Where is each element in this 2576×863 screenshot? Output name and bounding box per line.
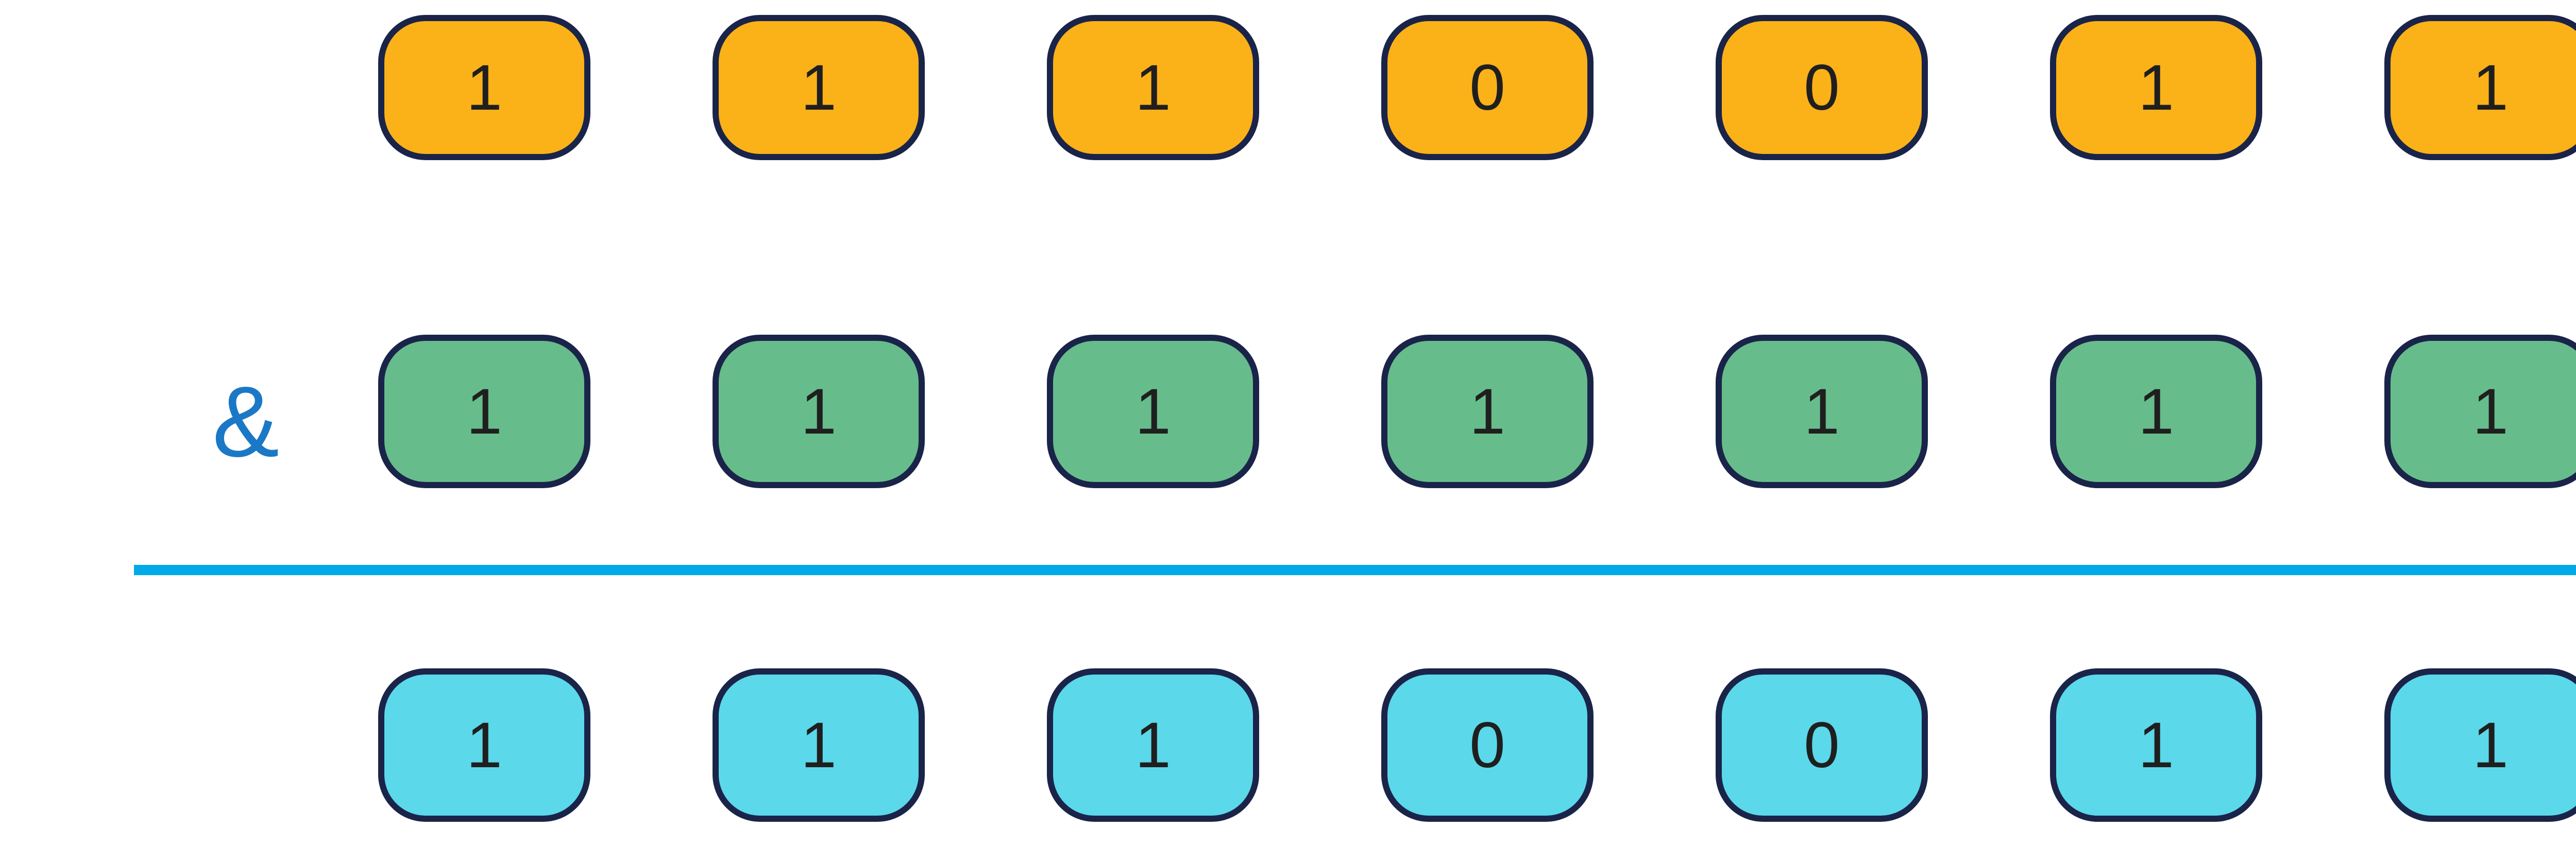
index-bit-box: 0: [1381, 668, 1594, 822]
index-bit-box: 1: [1047, 668, 1259, 822]
bit-value: 1: [2138, 709, 2174, 781]
result-divider-line: [134, 565, 2576, 575]
capacity-bit-row: 1 1 1 1 1 1 1: [378, 335, 2576, 488]
bit-value: 1: [801, 375, 837, 447]
hash-bit-box: 1: [1047, 15, 1259, 160]
bit-value: 0: [1804, 51, 1840, 124]
bit-value: 1: [2138, 51, 2174, 124]
bit-value: 1: [801, 709, 837, 781]
capacity-bit-box: 1: [1381, 335, 1594, 488]
bit-value: 1: [466, 709, 502, 781]
bit-value: 0: [1469, 51, 1505, 124]
bit-value: 1: [2472, 51, 2509, 124]
hash-bit-box: 1: [2384, 15, 2576, 160]
hash-bit-box: 0: [1381, 15, 1594, 160]
capacity-bit-box: 1: [2384, 335, 2576, 488]
index-bit-box: 1: [2384, 668, 2576, 822]
index-bit-row: 1 1 1 0 0 1 1: [378, 668, 2576, 822]
bit-value: 1: [2472, 375, 2509, 447]
capacity-bit-box: 1: [713, 335, 925, 488]
hash-bit-box: 1: [713, 15, 925, 160]
hash-bit-row: 1 1 1 0 0 1 1: [378, 15, 2576, 160]
hash-bit-box: 1: [378, 15, 590, 160]
hash-bit-box: 1: [2050, 15, 2262, 160]
index-bit-box: 0: [1716, 668, 1928, 822]
capacity-bit-box: 1: [378, 335, 590, 488]
capacity-bit-box: 1: [1716, 335, 1928, 488]
index-bit-box: 1: [378, 668, 590, 822]
ampersand-operator: &: [212, 366, 280, 478]
bit-value: 1: [2138, 375, 2174, 447]
bit-value: 1: [1135, 709, 1171, 781]
capacity-bit-box: 1: [2050, 335, 2262, 488]
bit-value: 1: [1135, 375, 1171, 447]
bit-value: 1: [466, 51, 502, 124]
bit-value: 0: [1804, 709, 1840, 781]
bit-value: 0: [1469, 709, 1505, 781]
bit-value: 1: [1804, 375, 1840, 447]
index-bit-box: 1: [2050, 668, 2262, 822]
bit-value: 1: [466, 375, 502, 447]
bit-value: 1: [1469, 375, 1505, 447]
index-bit-box: 1: [713, 668, 925, 822]
bit-value: 1: [1135, 51, 1171, 124]
bit-value: 1: [2472, 709, 2509, 781]
hash-bit-box: 0: [1716, 15, 1928, 160]
capacity-bit-box: 1: [1047, 335, 1259, 488]
bit-value: 1: [801, 51, 837, 124]
